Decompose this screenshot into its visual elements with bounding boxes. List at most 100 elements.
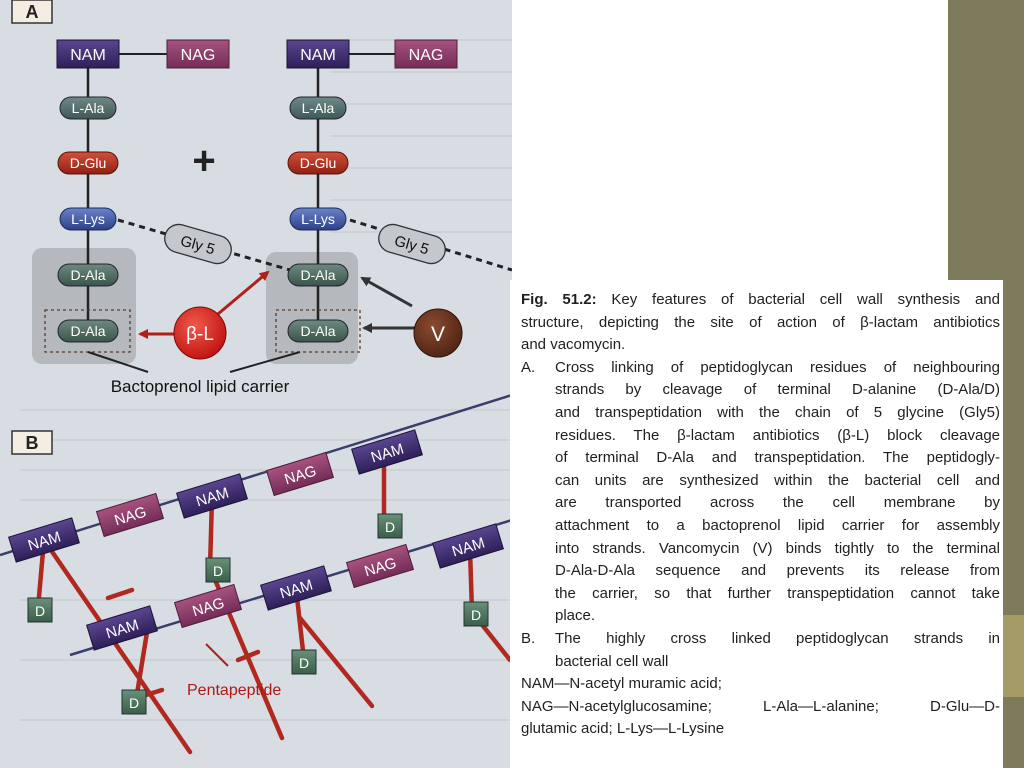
blank-panel — [512, 0, 948, 280]
item-a-line-8: attachment to a bactoprenol lipid carrie… — [555, 516, 1000, 534]
item-a-line-10: D-Ala-D-Ala sequence and prevents its re… — [555, 562, 1000, 580]
nam-label-right: NAM — [300, 47, 336, 64]
item-b-line-1: The highly cross linked peptidoglycan st… — [555, 629, 1000, 647]
gly5-tag-right: Gly 5 — [378, 223, 446, 265]
abbrev-line-2: NAG—N-acetylglucosamine; L-Ala—L-alanine… — [521, 697, 1000, 715]
l-ala-pill-right — [289, 96, 347, 120]
d-ala-pill-right-2 — [287, 319, 349, 343]
side-accent-tab — [1003, 615, 1024, 697]
nam-label-left: NAM — [70, 47, 106, 64]
carrier-label: Bactoprenol lipid carrier — [111, 377, 290, 396]
nag-b1: NAG — [95, 492, 165, 538]
item-b-line-2: bacterial cell wall — [555, 652, 669, 670]
d-glu-label-right: D-Glu — [300, 155, 337, 171]
d-box-2-label: D — [213, 563, 223, 579]
d-box-1-label: D — [35, 603, 45, 619]
d-ala-label-left-1: D-Ala — [70, 267, 105, 283]
l-lys-pill-right — [289, 207, 347, 231]
beta-l-arrow-right — [217, 270, 270, 316]
panel-b-label-box — [11, 430, 53, 455]
pentapeptide-pointer — [205, 643, 229, 667]
d-glu-pill-right — [287, 151, 349, 175]
nam-b5: NAM — [260, 565, 332, 611]
background-texture — [20, 39, 512, 721]
caption-title-line-2: structure, depicting the site of action … — [521, 313, 1000, 331]
nam-b4: NAM — [86, 605, 158, 651]
d-box-4-label: D — [299, 655, 309, 671]
caption-item-a-label: A. — [521, 358, 536, 376]
nag-label-right: NAG — [409, 47, 444, 64]
nam-box-right — [286, 39, 350, 69]
nam-b3: NAM — [351, 429, 423, 475]
d-glu-pill-left — [57, 151, 119, 175]
strand-backbone-1 — [0, 393, 512, 557]
cell-wall-diagram: A NAM NAG L-Ala D-G — [0, 0, 512, 755]
d-ala-pill-right-1 — [287, 263, 349, 287]
vancomycin-circle — [413, 308, 463, 358]
nag-box-right — [394, 39, 458, 69]
d-ala-label-left-2: D-Ala — [70, 323, 105, 339]
nag-b3: NAG — [173, 583, 243, 629]
vancomycin-label: V — [431, 323, 445, 346]
l-lys-label-left: L-Lys — [71, 211, 105, 227]
pentapeptide-label: Pentapeptide — [187, 682, 281, 699]
panel-b-label: B — [26, 433, 39, 453]
figure-caption: Fig. 51.2: Key features of bacterial cel… — [510, 280, 1003, 768]
d-ala-pill-left-2 — [57, 319, 119, 343]
caption-title-text-1: Key features of bacterial cell wall synt… — [611, 291, 1000, 308]
l-lys-label-right: L-Lys — [301, 211, 335, 227]
abbrev-line-1: NAM—N-acetyl muramic acid; — [521, 675, 722, 693]
nam-b1: NAM — [8, 517, 80, 563]
beta-lactam-circle — [173, 306, 227, 360]
caption-item-a-text: Cross linking of peptidoglycan residues … — [555, 357, 1000, 628]
nag-label-left: NAG — [181, 47, 216, 64]
l-ala-pill-left — [59, 96, 117, 120]
panel-a: A NAM NAG L-Ala D-G — [11, 0, 512, 396]
panel-a-label: A — [26, 2, 39, 22]
item-a-line-5: of terminal D-Ala and transpeptidation. … — [555, 449, 1000, 467]
d-box-1: D — [27, 597, 53, 623]
item-a-line-12: place. — [555, 607, 596, 625]
abbrev-line-3: glutamic acid; L-Lys—L-Lysine — [521, 720, 725, 738]
plus-sign: + — [192, 139, 215, 183]
l-lys-pill-left — [59, 207, 117, 231]
nag-box-left — [166, 39, 230, 69]
carrier-pointer-right — [229, 351, 301, 373]
carrier-pointer-left — [87, 351, 149, 373]
panel-b: B — [0, 393, 512, 755]
d-ala-label-right-1: D-Ala — [300, 267, 335, 283]
figure-panel: A NAM NAG L-Ala D-G — [0, 0, 512, 768]
caption-item-b: B. The highly cross linked peptidoglycan… — [521, 628, 1000, 673]
d-ala-pill-left-1 — [57, 263, 119, 287]
vanco-arrow-up — [360, 276, 413, 308]
l-ala-label-left: L-Ala — [72, 100, 105, 116]
d-box-5: D — [463, 601, 489, 627]
d-glu-label-left: D-Glu — [70, 155, 107, 171]
caption-item-b-label: B. — [521, 629, 536, 647]
d-box-5-label: D — [471, 607, 481, 623]
nam-b6: NAM — [432, 523, 504, 569]
item-a-line-2: strands by cleavage of terminal D-alanin… — [555, 381, 1000, 399]
item-a-line-1: Cross linking of peptidoglycan residues … — [555, 358, 1000, 376]
figure-label: Fig. 51.2: — [521, 291, 597, 308]
d-ala-label-right-2: D-Ala — [300, 323, 335, 339]
caption-item-a: A. Cross linking of peptidoglycan residu… — [521, 357, 1000, 628]
d-box-3: D — [377, 513, 403, 539]
caption-title-line-1: Fig. 51.2: Key features of bacterial cel… — [521, 289, 1000, 312]
dashed-box-left — [44, 309, 131, 353]
item-a-line-7: are transported across the cell membrane… — [555, 494, 1000, 512]
caption-item-b-text: The highly cross linked peptidoglycan st… — [555, 628, 1000, 673]
item-a-line-6: can units are synthesized within the bac… — [555, 471, 1000, 489]
beta-lactam-label: β-L — [186, 324, 214, 345]
l-ala-label-right: L-Ala — [302, 100, 335, 116]
nag-b2: NAG — [265, 451, 335, 497]
caption-title-line-3: and vacomycin. — [521, 336, 626, 354]
panel-a-label-box — [11, 0, 53, 24]
gly5-tag-left: Gly 5 — [164, 223, 232, 265]
item-a-line-11: the carrier, so that further transpeptid… — [555, 584, 1000, 602]
dashed-box-right — [275, 309, 361, 353]
nag-b4: NAG — [345, 543, 415, 589]
d-box-6: D — [121, 689, 147, 715]
nam-box-left — [56, 39, 120, 69]
